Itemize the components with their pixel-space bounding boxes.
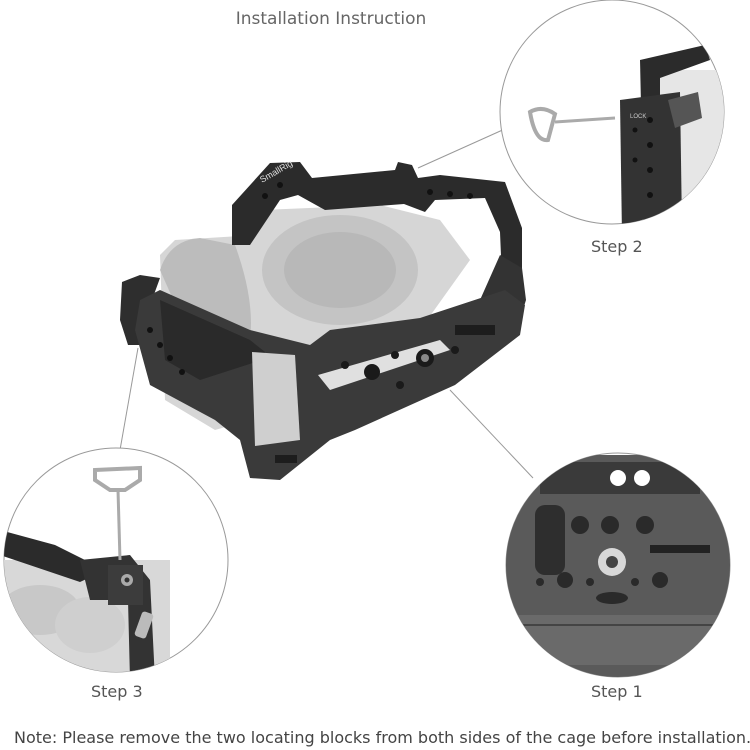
step1-detail-illustration bbox=[506, 455, 730, 677]
lock-engraving: LOCK bbox=[630, 114, 646, 120]
leader-line-step2 bbox=[417, 127, 508, 169]
leader-line-step3 bbox=[119, 347, 139, 451]
page-title: Installation Instruction bbox=[235, 9, 427, 29]
installation-note: Note: Please remove the two locating blo… bbox=[14, 728, 750, 747]
leader-line-step1 bbox=[449, 389, 534, 479]
step3-label: Step 3 bbox=[91, 682, 143, 701]
camera-cage-illustration: SmallRig bbox=[120, 158, 526, 480]
step2-label: Step 2 bbox=[591, 237, 643, 256]
step1-label: Step 1 bbox=[591, 682, 643, 701]
step3-detail-illustration bbox=[4, 465, 170, 672]
